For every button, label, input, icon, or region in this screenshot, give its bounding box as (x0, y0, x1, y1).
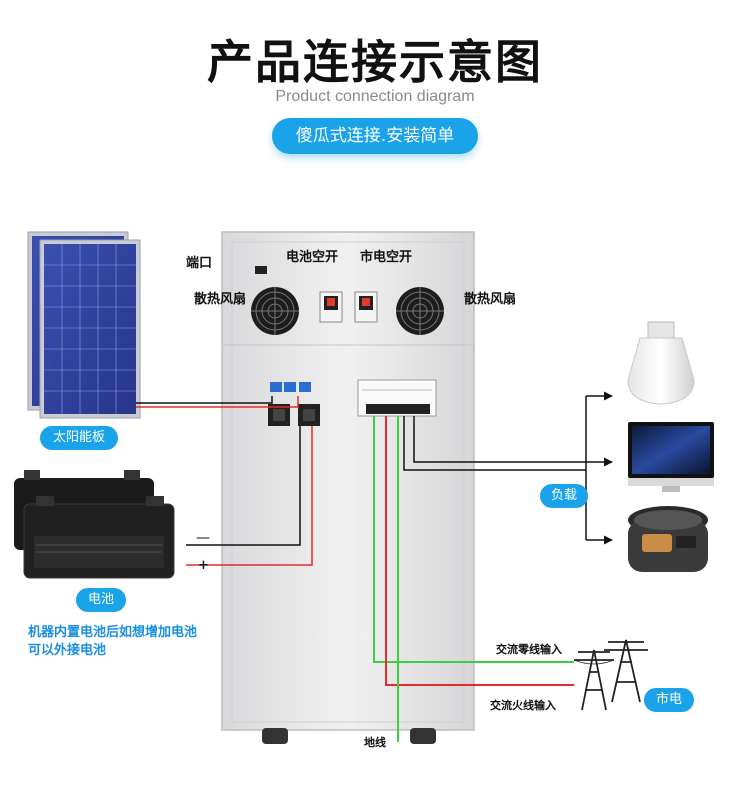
load-badge: 负载 (540, 484, 588, 508)
wiring (136, 391, 613, 742)
rice-cooker-icon (628, 506, 708, 572)
page-subtitle: Product connection diagram (275, 88, 475, 105)
monitor-icon (628, 422, 714, 492)
dc-terminals (268, 382, 320, 426)
port-jack[interactable] (255, 266, 267, 274)
lamp-icon (627, 321, 695, 405)
mains-breaker-label: 市电空开 (360, 250, 413, 265)
ac-terminal-block (357, 379, 437, 417)
battery-note: 机器内置电池后如想增加电池 可以外接电池 (28, 624, 197, 660)
wheel-left (262, 728, 288, 744)
wheel-right (410, 728, 436, 744)
ground-wire-label: 地线 (364, 736, 386, 749)
grid-badge: 市电 (644, 688, 694, 712)
battery-badge: 电池 (76, 588, 126, 612)
feature-badge: 傻瓜式连接.安装简单 (272, 118, 478, 154)
battery-plus-sign: + (198, 558, 209, 573)
battery-note-line-2: 可以外接电池 (28, 643, 107, 658)
battery-minus-sign: — (196, 530, 210, 546)
power-tower-icon (573, 639, 648, 711)
fan-left-label: 散热风扇 (194, 292, 247, 307)
mains-breaker-switch[interactable] (354, 291, 378, 323)
battery-breaker-switch[interactable] (319, 291, 343, 323)
live-input-label: 交流火线输入 (490, 699, 556, 712)
solar-panel-badge: 太阳能板 (40, 426, 118, 450)
fan-right-icon (396, 287, 444, 335)
battery-icon (14, 470, 175, 579)
battery-note-line-1: 机器内置电池后如想增加电池 (28, 625, 198, 640)
solar-panel-icon (27, 231, 141, 419)
fan-right-label: 散热风扇 (464, 292, 517, 307)
page-title: 产品连接示意图 (207, 35, 543, 89)
port-label: 端口 (186, 256, 213, 271)
neutral-input-label: 交流零线输入 (496, 643, 562, 656)
fan-left-icon (251, 287, 299, 335)
battery-breaker-label: 电池空开 (286, 250, 339, 265)
